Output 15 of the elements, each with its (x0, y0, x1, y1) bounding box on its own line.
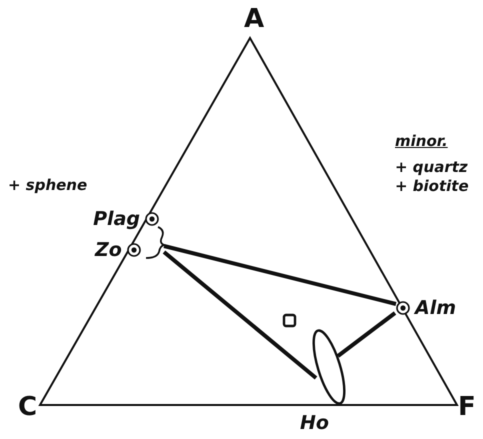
vertex-label: A (244, 4, 264, 34)
mineral-note: + biotite (395, 177, 469, 195)
tie-line (336, 311, 396, 358)
mineral-label: Ho (300, 412, 329, 434)
mineral-label: Zo (95, 238, 122, 262)
vertex-label: F (458, 392, 476, 422)
mineral-note: + sphene (8, 176, 88, 194)
tie-line (162, 250, 318, 380)
vertex-label: C (18, 392, 38, 422)
mineral-note: + quartz (395, 158, 468, 176)
list-heading: minor. (395, 132, 448, 150)
mineral-label: Plag (93, 208, 140, 230)
tie-line (164, 244, 396, 306)
mineral-label: Alm (415, 297, 456, 319)
composition-field (312, 328, 346, 406)
